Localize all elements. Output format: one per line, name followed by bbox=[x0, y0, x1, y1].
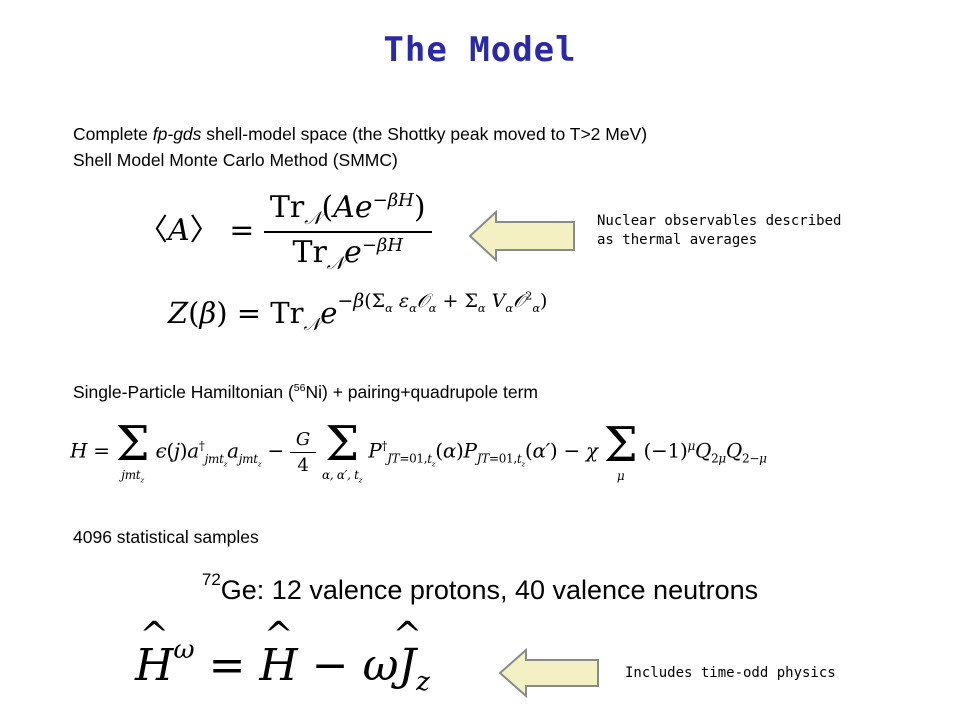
hamiltonian-prefix: Single-Particle Hamiltonian ( bbox=[73, 382, 294, 402]
model-space-line: Complete fp-gds shell-model space (the S… bbox=[73, 124, 647, 145]
ge-mass-number: 72 bbox=[201, 570, 221, 589]
model-space-italic: fp-gds bbox=[152, 124, 202, 144]
thermal-average-equation: 〈A〉 = Tr𝒩(Ae−βH) Tr𝒩e−βH bbox=[138, 190, 432, 274]
thermal-average-fraction: Tr𝒩(Ae−βH) Tr𝒩e−βH bbox=[263, 190, 432, 274]
partition-function-equation: Z(β) = Tr𝒩e−β(Σα εα𝒪α + Σα Vα𝒪2α) bbox=[168, 288, 548, 335]
note-line-a: Nuclear observables described bbox=[597, 213, 842, 229]
arrow-left-icon-2 bbox=[498, 648, 599, 698]
time-odd-note: Includes time-odd physics bbox=[625, 665, 836, 681]
hamiltonian-description: Single-Particle Hamiltonian (56Ni) + pai… bbox=[73, 382, 538, 403]
arrow-left-icon bbox=[468, 210, 575, 262]
ni-mass-number: 56 bbox=[293, 382, 306, 395]
hamiltonian-suffix: Ni) + pairing+quadrupole term bbox=[305, 382, 538, 402]
cranked-hamiltonian-equation: Hω = H − ωJz bbox=[135, 635, 430, 696]
thermal-averages-note: Nuclear observables described as thermal… bbox=[597, 212, 841, 250]
samples-line: 4096 statistical samples bbox=[73, 527, 259, 547]
page-title: The Model bbox=[383, 30, 577, 70]
model-space-prefix: Complete bbox=[73, 124, 153, 144]
nucleus-headline: 72Ge: 12 valence protons, 40 valence neu… bbox=[0, 570, 960, 606]
method-line: Shell Model Monte Carlo Method (SMMC) bbox=[73, 150, 398, 170]
nucleus-headline-text: Ge: 12 valence protons, 40 valence neutr… bbox=[220, 575, 759, 605]
model-space-suffix: shell-model space (the Shottky peak move… bbox=[201, 124, 648, 144]
note-line-b: as thermal averages bbox=[597, 232, 758, 248]
